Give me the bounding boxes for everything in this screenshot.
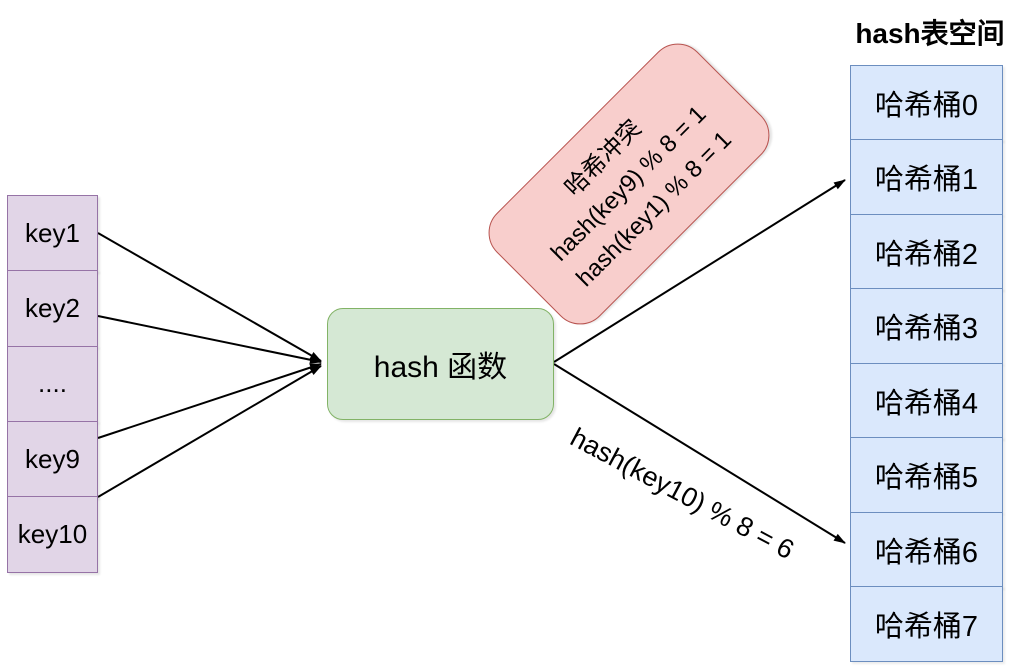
arrow-hash-function-to-bucket1: [553, 179, 846, 363]
bucket-cell-1: 哈希桶1: [850, 139, 1003, 216]
bucket-cell-4: 哈希桶4: [850, 362, 1003, 439]
bucket-cell-6: 哈希桶6: [850, 511, 1003, 588]
arrow-key9-to-hash-function: [97, 363, 322, 439]
key-cell-key10: key10: [7, 496, 98, 573]
arrow-key1-to-hash-function: [97, 232, 322, 362]
bucket-cell-3: 哈希桶3: [850, 288, 1003, 365]
bucket-cell-0: 哈希桶0: [850, 65, 1003, 141]
key-cell-ellipsis: ....: [7, 345, 98, 423]
arrow-key10-to-hash-function: [97, 365, 322, 498]
hash-function-box: hash 函数: [327, 308, 554, 420]
key-cell-key1: key1: [7, 195, 98, 272]
key-list: key1 key2 .... key9 key10: [7, 195, 98, 573]
bucket-cell-5: 哈希桶5: [850, 437, 1003, 514]
key-cell-key2: key2: [7, 270, 98, 348]
hash-table-title: hash表空间: [855, 18, 1005, 49]
bucket-cell-7: 哈希桶7: [850, 586, 1003, 662]
key-cell-key9: key9: [7, 420, 98, 498]
arrow-hash-function-to-bucket6: [553, 363, 846, 544]
hash-bucket-list: 哈希桶0 哈希桶1 哈希桶2 哈希桶3 哈希桶4 哈希桶5 哈希桶6 哈希桶7: [850, 65, 1003, 662]
arrow-key2-to-hash-function: [97, 315, 322, 364]
bucket-cell-2: 哈希桶2: [850, 213, 1003, 290]
